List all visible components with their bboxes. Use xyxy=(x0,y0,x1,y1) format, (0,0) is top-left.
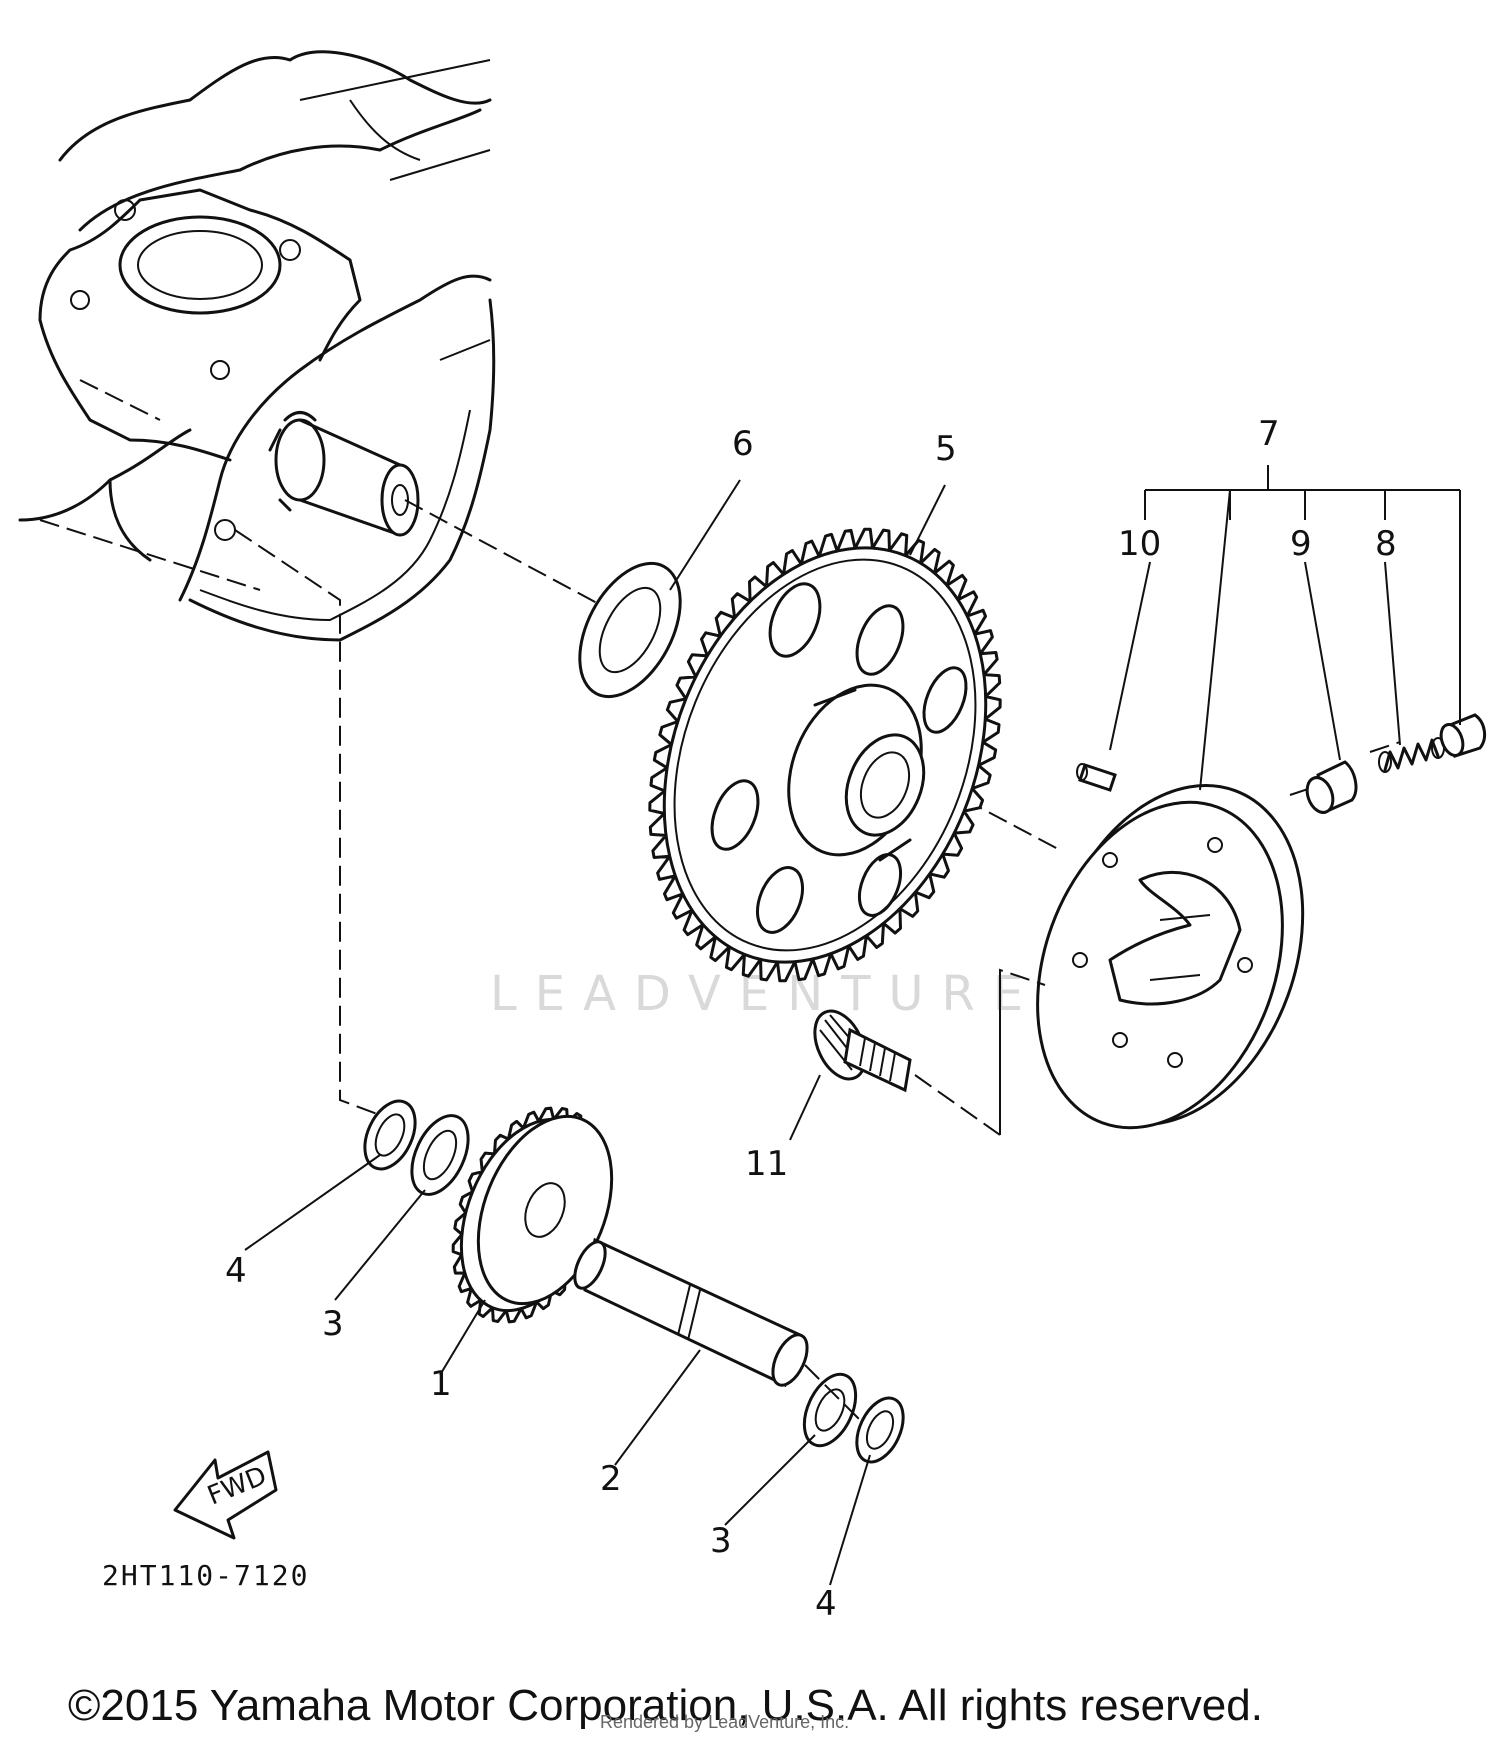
callout-4-upper: 4 xyxy=(225,1251,247,1291)
callout-11: 11 xyxy=(745,1144,788,1184)
callout-2: 2 xyxy=(600,1459,622,1499)
callout-8: 8 xyxy=(1375,524,1397,564)
callout-7: 7 xyxy=(1258,414,1280,454)
copyright-notice: ©2015 Yamaha Motor Corporation, U.S.A. A… xyxy=(68,1681,1263,1730)
idler-gear-part-1 xyxy=(451,1106,614,1324)
centerline-cap xyxy=(1369,741,1401,753)
cap-part-7 xyxy=(1439,713,1487,758)
circlip-part-4-lower xyxy=(855,1396,905,1464)
callout-4-lower: 4 xyxy=(815,1584,837,1624)
engine-crankcase xyxy=(18,50,496,642)
callout-3-upper: 3 xyxy=(322,1304,344,1344)
callout-6: 6 xyxy=(732,424,754,464)
forward-arrow-icon: FWD xyxy=(173,1450,278,1540)
centerline-plunger xyxy=(1289,784,1321,796)
leader-lines xyxy=(244,465,1461,1586)
callout-9: 9 xyxy=(1290,524,1312,564)
starter-clutch-part-7 xyxy=(1036,784,1305,1130)
callout-1: 1 xyxy=(430,1364,452,1404)
centerline-shaft-end xyxy=(804,1364,861,1421)
rendered-by-note: Rendered by LeadVenture, Inc. xyxy=(600,1712,849,1732)
callout-10: 10 xyxy=(1118,524,1161,564)
diagram-code: 2HT110-7120 xyxy=(102,1559,309,1592)
watermark-text: LEADVENTURE xyxy=(490,966,1041,1022)
starter-wheel-gear-part-5 xyxy=(648,527,1002,983)
washer-part-6 xyxy=(578,561,682,699)
roller-part-9 xyxy=(1305,760,1358,815)
bolt-part-11 xyxy=(813,1009,912,1093)
centerline-crank-to-gear xyxy=(404,499,611,611)
circlip-part-4-upper xyxy=(363,1099,417,1171)
centerline-idler-shaft xyxy=(234,529,381,1116)
pin-part-10 xyxy=(1076,763,1117,792)
shaft-part-2 xyxy=(573,1237,809,1388)
crankshaft-stub xyxy=(268,411,420,537)
callout-5: 5 xyxy=(935,429,957,469)
washer-part-3-lower xyxy=(802,1372,858,1448)
spring-part-8 xyxy=(1378,737,1445,773)
callout-3-lower: 3 xyxy=(710,1521,732,1561)
